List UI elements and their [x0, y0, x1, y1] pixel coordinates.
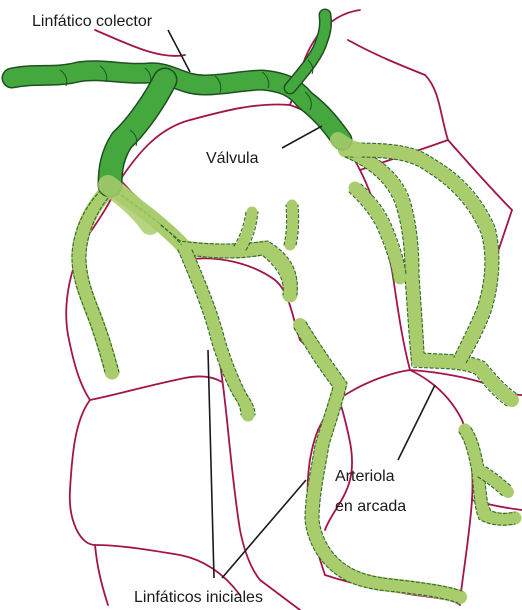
arteriole-segment	[90, 376, 222, 400]
arteriole-segment	[95, 545, 108, 605]
arteriole-label-line1: Arteriola	[335, 468, 395, 485]
collector-label: Linfático colector	[32, 13, 153, 30]
arteriole-segment	[95, 30, 185, 56]
initial-leader	[208, 350, 214, 578]
arteriole-label-line2: en arcada	[335, 498, 406, 515]
valve-leader	[282, 126, 322, 148]
arteriole-leader	[398, 385, 435, 460]
initial-lymphatic-vessel	[178, 250, 255, 415]
valve-label: Válvula	[206, 150, 259, 167]
collecting-lymphatic	[12, 15, 358, 225]
initial-lymphatic-vessel	[72, 190, 119, 372]
initial-label: Linfáticos iniciales	[134, 589, 263, 606]
arteriole-segment	[410, 370, 473, 600]
initial-lymphatic-vessel	[284, 205, 299, 245]
arteriole-segment	[348, 40, 448, 140]
